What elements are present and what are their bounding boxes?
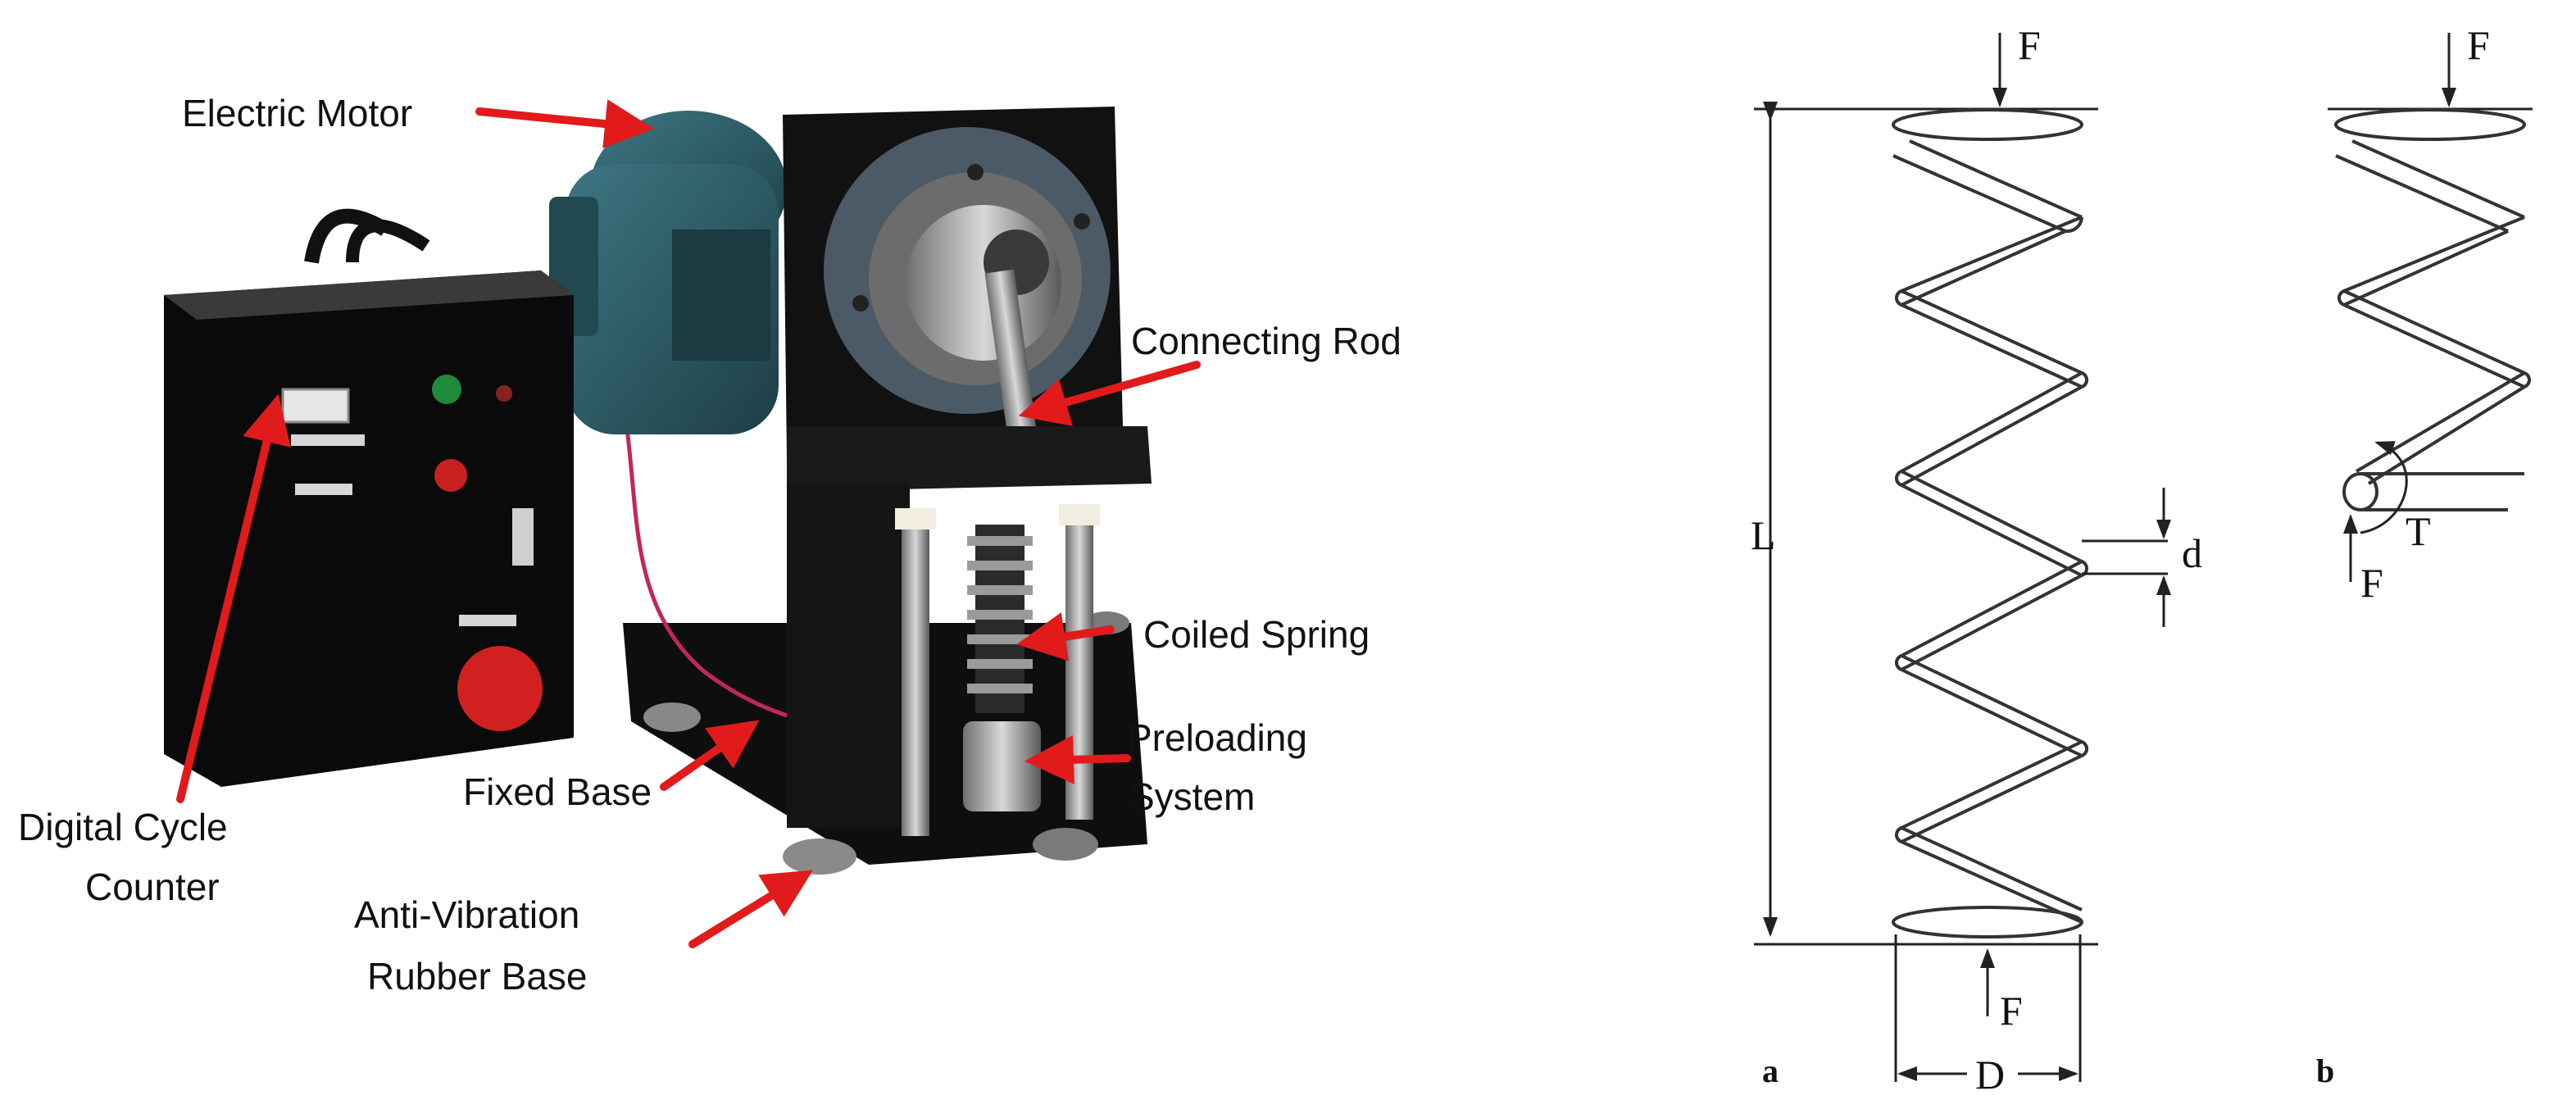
digital-counter-display <box>281 388 350 424</box>
label-wire-diameter-d: d <box>2182 530 2202 576</box>
spring-diagram-b: F F T b <box>2316 22 2533 1089</box>
label-anti-vibration-line2: Rubber Base <box>367 955 588 998</box>
arrow-connecting-rod <box>1018 361 1201 426</box>
label-digital-counter-line1: Digital Cycle <box>18 806 228 848</box>
emergency-stop-button <box>457 646 543 731</box>
coil-spring-b <box>2334 108 2531 511</box>
arrow-preloading-system <box>1024 734 1131 784</box>
arrow-fixed-base <box>660 720 760 791</box>
label-preloading-system-line1: Preloading <box>1127 716 1307 759</box>
label-electric-motor: Electric Motor <box>182 92 412 134</box>
coiled-spring-photo <box>967 525 1033 713</box>
label-force-bottom-b: F <box>2360 560 2383 606</box>
rubber-foot <box>643 702 701 732</box>
callout-arrows <box>176 99 1201 948</box>
machine-photo <box>164 107 1152 875</box>
arrow-anti-vibration <box>688 870 814 948</box>
label-length-l: L <box>1751 512 1776 558</box>
label-coil-diameter-D: D <box>1975 1052 2005 1098</box>
coil-spring-a <box>1892 108 2088 938</box>
label-fixed-base: Fixed Base <box>463 770 652 813</box>
label-preloading-system-line2: System <box>1129 775 1255 818</box>
electric-motor <box>549 111 787 434</box>
label-force-top-b: F <box>2467 22 2490 68</box>
flywheel <box>824 127 1111 414</box>
spring-diagram-a: L F F d D a <box>1751 22 2202 1098</box>
torque-arc <box>2360 441 2408 534</box>
preloading-cylinder <box>963 721 1041 811</box>
caption-b: b <box>2316 1052 2334 1089</box>
guide-rod <box>902 508 929 836</box>
label-connecting-rod: Connecting Rod <box>1131 320 1402 362</box>
label-anti-vibration-line1: Anti-Vibration <box>354 893 579 936</box>
crosshead-plate <box>787 426 1152 492</box>
caption-a: a <box>1762 1052 1779 1089</box>
lower-column <box>787 484 910 828</box>
arrow-digital-counter <box>176 393 291 803</box>
red-button <box>434 459 467 492</box>
photo-labels: Electric Motor Connecting Rod Coiled Spr… <box>18 92 1402 998</box>
rubber-foot <box>783 838 856 875</box>
red-indicator <box>496 385 512 402</box>
control-box <box>164 270 574 787</box>
label-torque-t: T <box>2406 508 2431 554</box>
arrow-coiled-spring <box>1016 612 1115 661</box>
arrow-electric-motor <box>475 99 654 148</box>
label-force-bottom-a: F <box>2000 988 2023 1034</box>
cable <box>346 219 430 263</box>
guide-rod <box>1065 508 1093 820</box>
green-indicator <box>432 375 461 404</box>
label-force-top-a: F <box>2018 22 2041 68</box>
label-coiled-spring: Coiled Spring <box>1143 613 1370 656</box>
label-digital-counter-line2: Counter <box>85 866 220 908</box>
rubber-foot <box>1033 828 1098 861</box>
